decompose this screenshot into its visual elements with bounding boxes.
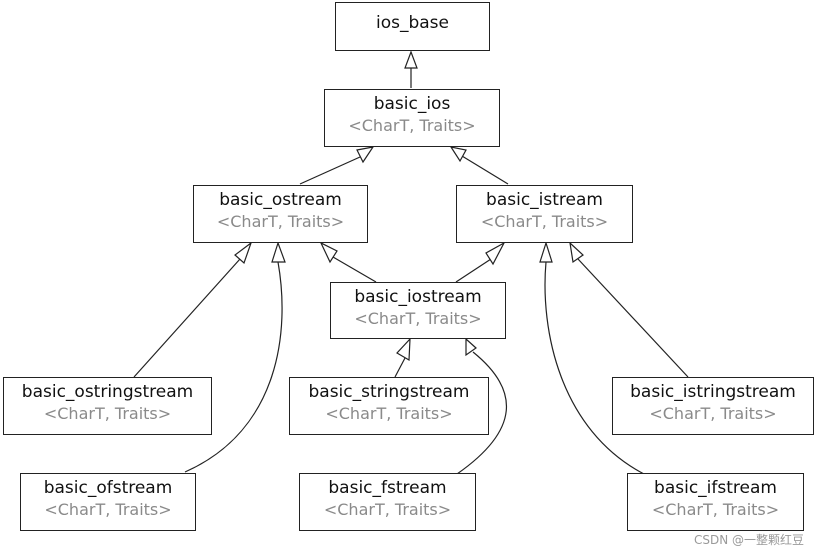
- class-box-basic-stringstream: basic_stringstream <CharT, Traits>: [289, 377, 489, 435]
- arrowhead-icon: [465, 337, 477, 357]
- class-box-ios-base: ios_base: [335, 2, 490, 51]
- arrowhead-icon: [396, 337, 411, 362]
- template-params: <CharT, Traits>: [649, 404, 777, 423]
- class-box-basic-ifstream: basic_ifstream <CharT, Traits>: [627, 473, 804, 531]
- edge-basic_iostream-to-basic_ostream: [332, 256, 377, 283]
- edge-basic_ostringstream-to-basic_ostream: [133, 258, 241, 378]
- class-name: basic_ifstream: [654, 478, 777, 498]
- arrowhead-icon: [356, 146, 375, 164]
- class-name: basic_iostream: [354, 287, 482, 307]
- arrowhead-icon: [485, 241, 506, 266]
- arrowhead-icon: [234, 241, 253, 265]
- template-params: <CharT, Traits>: [325, 404, 453, 423]
- class-name: basic_ostream: [219, 190, 342, 210]
- arrowhead-icon: [449, 146, 467, 163]
- class-box-basic-fstream: basic_fstream <CharT, Traits>: [299, 473, 476, 531]
- edge-basic_ifstream-to-basic_istream: [544, 261, 645, 475]
- class-box-basic-iostream: basic_iostream <CharT, Traits>: [330, 282, 506, 339]
- class-name: basic_ios: [373, 94, 451, 114]
- template-params: <CharT, Traits>: [354, 309, 482, 328]
- class-box-basic-istream: basic_istream <CharT, Traits>: [456, 185, 633, 243]
- template-params: <CharT, Traits>: [651, 500, 780, 519]
- arrowhead-icon: [319, 241, 338, 264]
- arrowhead-icon: [569, 241, 584, 264]
- class-box-basic-ostream: basic_ostream <CharT, Traits>: [193, 185, 368, 243]
- template-params: <CharT, Traits>: [480, 212, 609, 231]
- template-params: <CharT, Traits>: [348, 116, 476, 135]
- class-name: basic_fstream: [328, 478, 447, 498]
- template-params: <CharT, Traits>: [44, 500, 172, 519]
- class-name: basic_stringstream: [308, 382, 470, 402]
- class-box-basic-ios: basic_ios <CharT, Traits>: [324, 89, 500, 147]
- class-box-basic-istringstream: basic_istringstream <CharT, Traits>: [612, 377, 814, 435]
- edge-basic_iostream-to-basic_istream: [455, 258, 492, 283]
- class-name: basic_istringstream: [630, 382, 796, 402]
- class-box-basic-ofstream: basic_ofstream <CharT, Traits>: [20, 473, 196, 531]
- edge-basic_stringstream-to-basic_iostream: [394, 357, 406, 378]
- edge-basic_ofstream-to-basic_ostream: [184, 261, 283, 473]
- template-params: <CharT, Traits>: [216, 212, 345, 231]
- edge-basic_istream-to-basic_ios: [461, 155, 509, 185]
- arrowhead-icon: [404, 50, 418, 69]
- arrowhead-icon: [539, 241, 553, 263]
- class-name: ios_base: [375, 13, 449, 33]
- watermark: CSDN @一整颗红豆: [693, 533, 804, 547]
- template-params: <CharT, Traits>: [43, 404, 172, 423]
- arrowhead-icon: [271, 241, 286, 263]
- edge-basic_fstream-to-basic_iostream: [456, 351, 507, 475]
- class-box-basic-ostringstream: basic_ostringstream <CharT, Traits>: [3, 377, 212, 435]
- edge-basic_istringstream-to-basic_istream: [577, 258, 689, 378]
- template-params: <CharT, Traits>: [323, 500, 452, 519]
- class-name: basic_ostringstream: [21, 382, 194, 402]
- class-name: basic_istream: [486, 190, 603, 210]
- edge-basic_ostream-to-basic_ios: [299, 156, 361, 185]
- class-name: basic_ofstream: [43, 478, 173, 498]
